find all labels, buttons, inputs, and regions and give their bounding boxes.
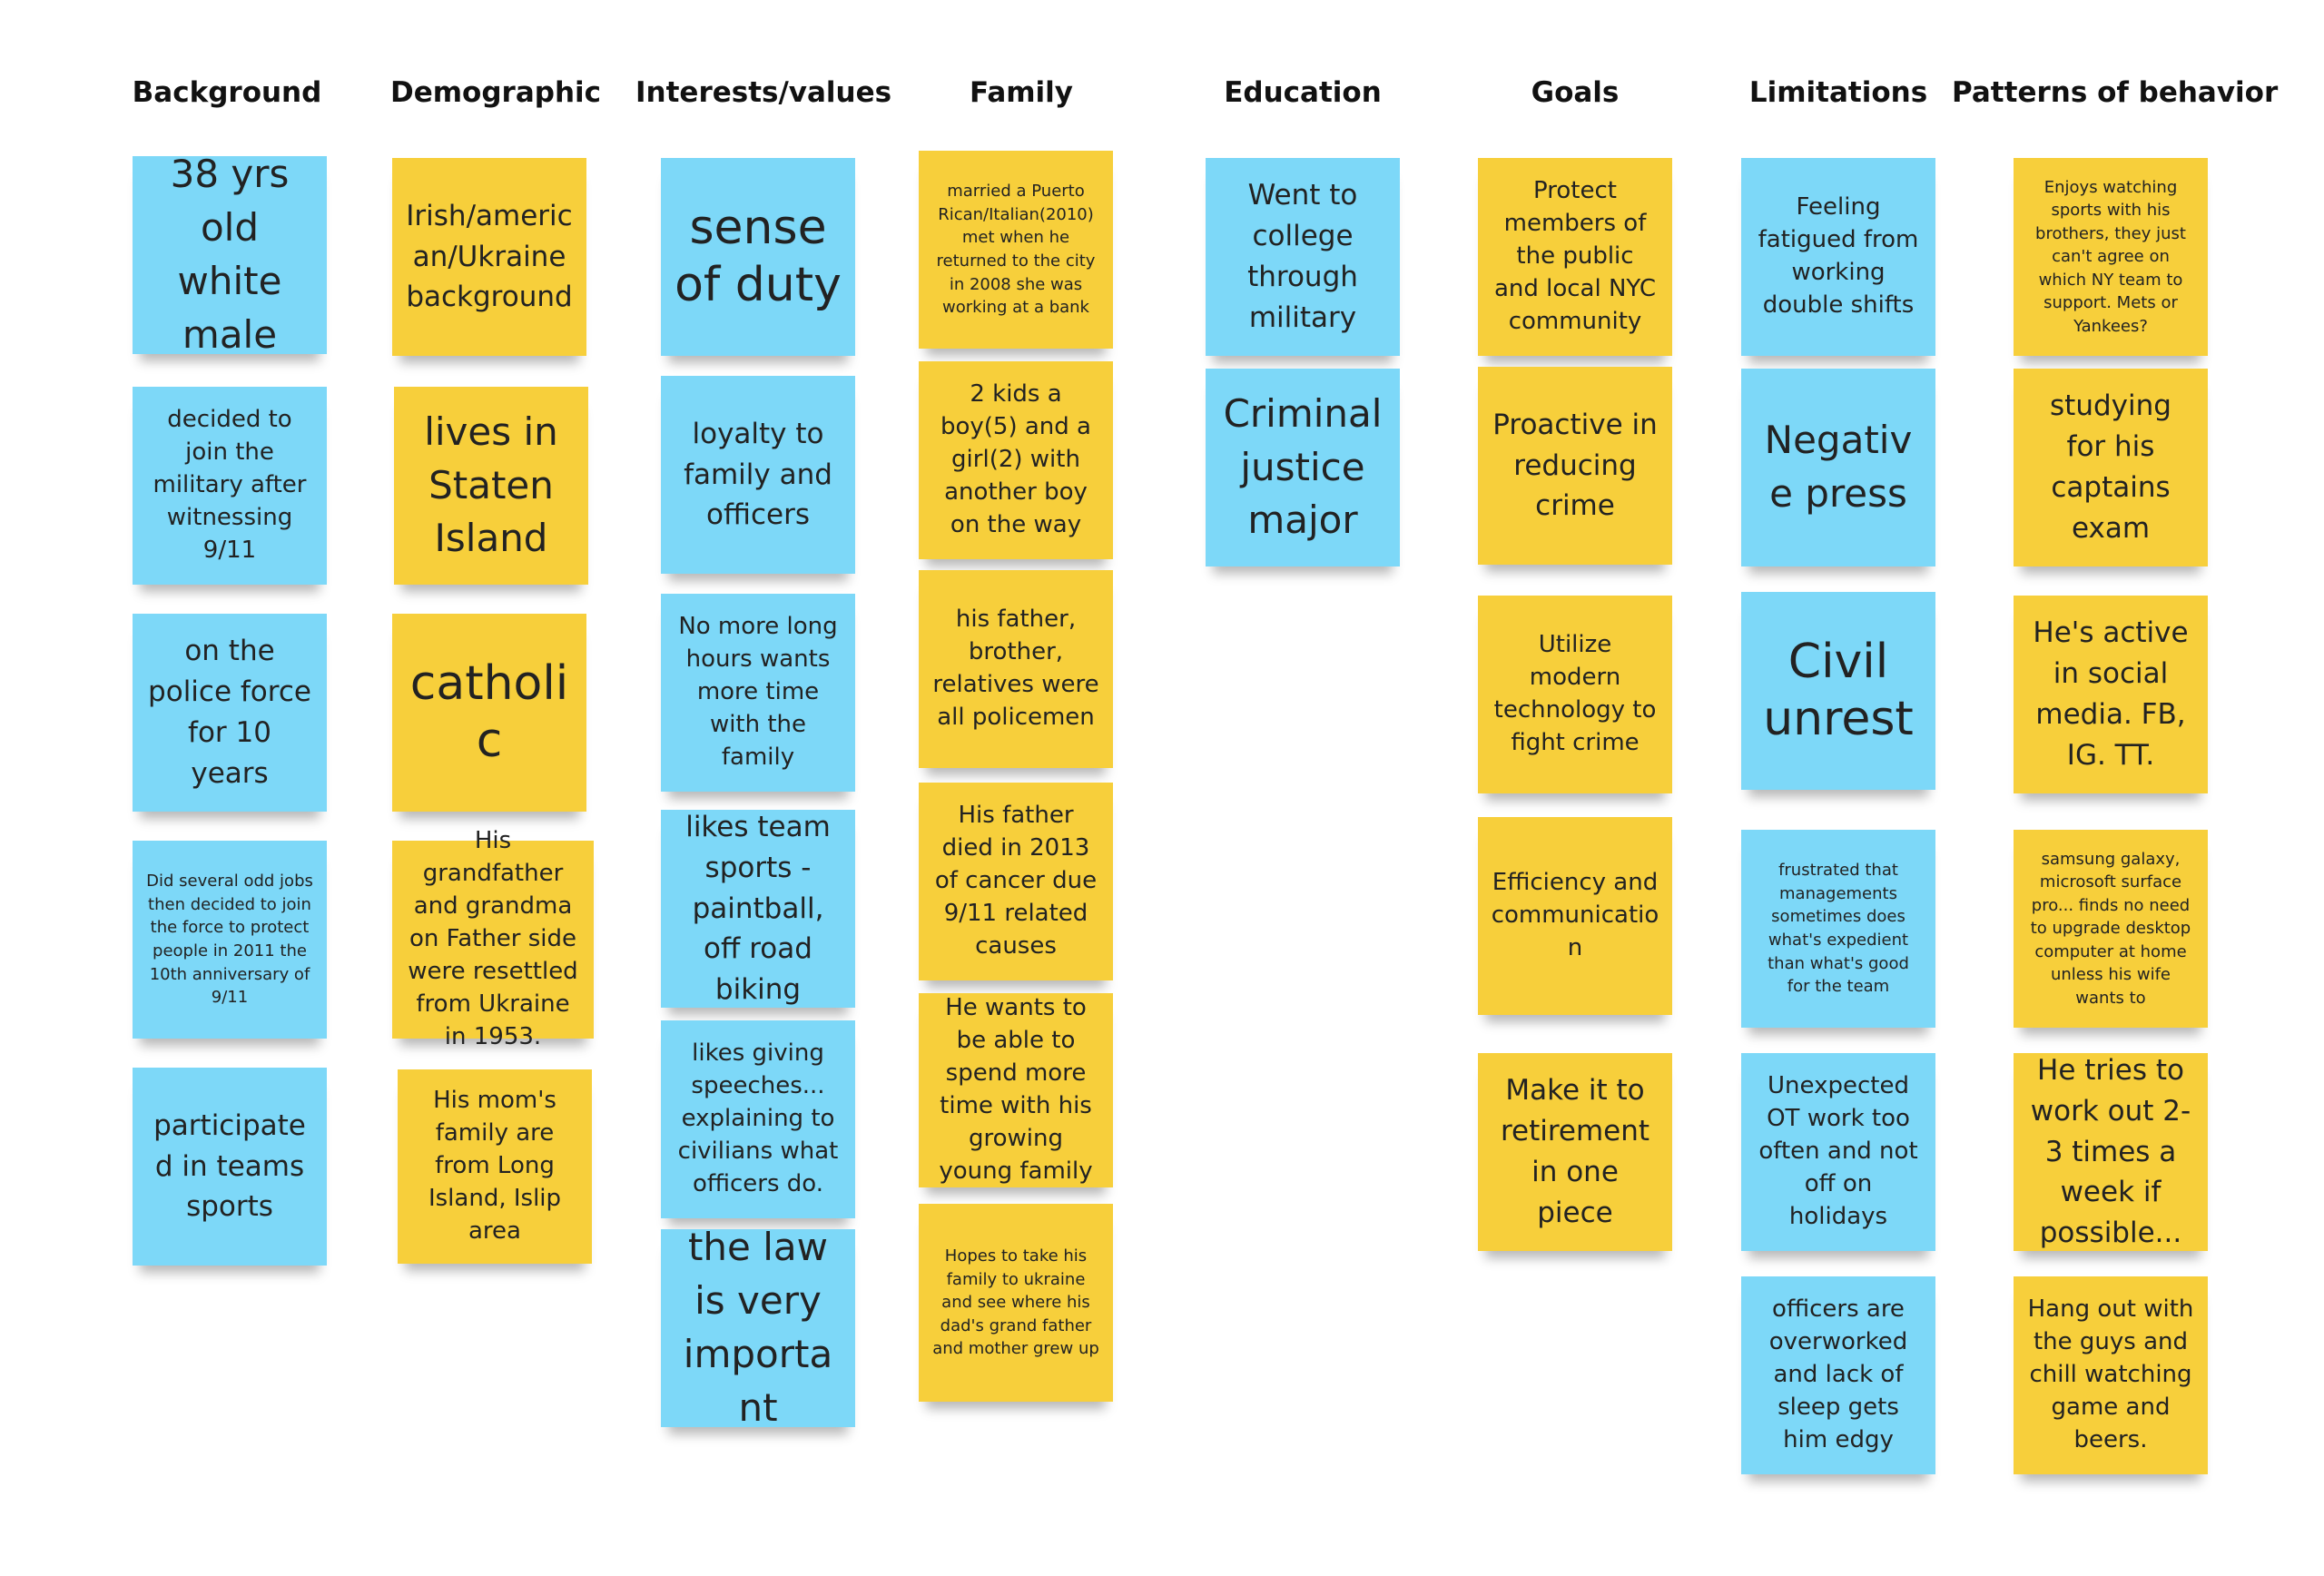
sticky-note-text: Negative press — [1764, 418, 1913, 516]
sticky-note-text: sense of duty — [675, 200, 842, 312]
sticky-note-text: loyalty to family and officers — [684, 417, 832, 532]
sticky-note[interactable]: Negative press — [1741, 369, 1935, 566]
sticky-note-text: on the police force for 10 years — [148, 635, 311, 790]
sticky-note-text: Protect members of the public and local … — [1493, 177, 1657, 335]
sticky-note[interactable]: samsung galaxy, microsoft surface pro...… — [2014, 830, 2208, 1028]
sticky-note[interactable]: Make it to retirement in one piece — [1478, 1053, 1672, 1251]
sticky-note[interactable]: likes team sports - paintball, off road … — [661, 810, 855, 1008]
sticky-note-text: Unexpected OT work too often and not off… — [1758, 1072, 1918, 1230]
sticky-note[interactable]: His grandfather and grandma on Father si… — [392, 827, 594, 1050]
sticky-note-text: Utilize modern technology to fight crime — [1493, 631, 1657, 756]
sticky-note-text: Feeling fatigued from working double shi… — [1758, 193, 1919, 319]
sticky-note-text: Enjoys watching sports with his brothers… — [2035, 177, 2186, 336]
sticky-note-text: His grandfather and grandma on Father si… — [408, 827, 578, 1050]
sticky-note[interactable]: 2 kids a boy(5) and a girl(2) with anoth… — [919, 361, 1113, 559]
sticky-note[interactable]: loyalty to family and officers — [661, 376, 855, 574]
sticky-note[interactable]: Proactive in reducing crime — [1478, 367, 1672, 565]
sticky-note[interactable]: Civil unrest — [1741, 592, 1935, 790]
sticky-note[interactable]: Hopes to take his family to ukraine and … — [919, 1204, 1113, 1402]
sticky-note-text: Went to college through military — [1247, 179, 1358, 334]
sticky-note-text: No more long hours wants more time with … — [678, 613, 838, 771]
sticky-note-text: His mom's family are from Long Island, I… — [428, 1087, 562, 1245]
sticky-note-text: Hang out with the guys and chill watchin… — [2027, 1295, 2194, 1453]
sticky-note[interactable]: No more long hours wants more time with … — [661, 594, 855, 792]
sticky-note[interactable]: He's active in social media. FB, IG. TT. — [2014, 596, 2208, 793]
sticky-note-text: decided to join the military after witne… — [153, 406, 307, 564]
column-header-background: Background — [132, 76, 322, 109]
sticky-note[interactable]: Efficiency and communication — [1478, 817, 1672, 1015]
sticky-note[interactable]: He wants to be able to spend more time w… — [919, 993, 1113, 1187]
sticky-note-text: Efficiency and communication — [1491, 869, 1659, 961]
sticky-note[interactable]: married a Puerto Rican/Italian(2010) met… — [919, 151, 1113, 349]
sticky-note[interactable]: Feeling fatigued from working double shi… — [1741, 158, 1935, 356]
sticky-note[interactable]: He tries to work out 2-3 times a week if… — [2014, 1053, 2208, 1251]
sticky-note[interactable]: officers are overworked and lack of slee… — [1741, 1276, 1935, 1474]
sticky-note-text: officers are overworked and lack of slee… — [1768, 1295, 1908, 1453]
sticky-note-text: 2 kids a boy(5) and a girl(2) with anoth… — [940, 380, 1091, 538]
sticky-note[interactable]: Unexpected OT work too often and not off… — [1741, 1053, 1935, 1251]
sticky-note-text: likes giving speeches... explaining to c… — [677, 1039, 839, 1197]
sticky-note[interactable]: participated in teams sports — [133, 1068, 327, 1266]
sticky-note[interactable]: catholic — [392, 614, 586, 812]
sticky-note[interactable]: Did several odd jobs then decided to joi… — [133, 841, 327, 1039]
sticky-note[interactable]: sense of duty — [661, 158, 855, 356]
column-header-limitations: Limitations — [1748, 76, 1928, 109]
sticky-note-text: 38 yrs old white male — [170, 152, 290, 357]
sticky-note-text: Criminal justice major — [1223, 390, 1383, 543]
sticky-note-text: Hopes to take his family to ukraine and … — [932, 1246, 1099, 1359]
sticky-note-text: He's active in social media. FB, IG. TT. — [2033, 616, 2189, 772]
sticky-note[interactable]: Hang out with the guys and chill watchin… — [2014, 1276, 2208, 1474]
column-header-education: Education — [1224, 76, 1382, 109]
sticky-note[interactable]: Utilize modern technology to fight crime — [1478, 596, 1672, 793]
sticky-note-text: Irish/americ an/Ukraine background — [406, 199, 573, 314]
sticky-note[interactable]: Went to college through military — [1206, 158, 1400, 356]
column-header-family: Family — [969, 76, 1074, 109]
sticky-note-text: He tries to work out 2-3 times a week if… — [2030, 1053, 2191, 1250]
sticky-note[interactable]: his father, brother, relatives were all … — [919, 570, 1113, 768]
sticky-note-text: He wants to be able to spend more time w… — [939, 994, 1093, 1185]
sticky-note-text: Civil unrest — [1763, 634, 1914, 746]
sticky-note[interactable]: the law is very important — [661, 1225, 855, 1430]
column-header-goals: Goals — [1531, 76, 1620, 109]
sticky-note-text: samsung galaxy, microsoft surface pro...… — [2030, 849, 2191, 1008]
sticky-note[interactable]: studying for his captains exam — [2014, 369, 2208, 566]
sticky-note[interactable]: Irish/americ an/Ukraine background — [392, 158, 586, 356]
sticky-note-text: likes team sports - paintball, off road … — [685, 810, 831, 1007]
sticky-note-text: Proactive in reducing crime — [1492, 408, 1658, 523]
sticky-note-text: studying for his captains exam — [2050, 389, 2171, 545]
sticky-note-text: his father, brother, relatives were all … — [932, 606, 1099, 731]
sticky-note-text: married a Puerto Rican/Italian(2010) met… — [936, 182, 1096, 318]
sticky-note[interactable]: frustrated that managements sometimes do… — [1741, 830, 1935, 1028]
column-header-interests-values: Interests/values — [635, 76, 892, 109]
sticky-note-text: frustrated that managements sometimes do… — [1768, 861, 1909, 997]
sticky-note[interactable]: Enjoys watching sports with his brothers… — [2014, 158, 2208, 356]
sticky-note[interactable]: 38 yrs old white male — [133, 152, 327, 357]
sticky-note-text: lives in Staten Island — [424, 409, 558, 561]
sticky-note-text: Make it to retirement in one piece — [1500, 1074, 1650, 1229]
sticky-note[interactable]: Protect members of the public and local … — [1478, 158, 1672, 356]
sticky-note[interactable]: likes giving speeches... explaining to c… — [661, 1020, 855, 1218]
sticky-note[interactable]: His mom's family are from Long Island, I… — [398, 1069, 592, 1264]
sticky-note-text: the law is very important — [683, 1225, 833, 1430]
sticky-note-text: participated in teams sports — [153, 1108, 306, 1224]
sticky-note-text: Did several odd jobs then decided to joi… — [146, 872, 313, 1008]
sticky-note[interactable]: decided to join the military after witne… — [133, 387, 327, 585]
sticky-note-text: His father died in 2013 of cancer due 9/… — [934, 802, 1098, 960]
sticky-note[interactable]: His father died in 2013 of cancer due 9/… — [919, 783, 1113, 980]
column-header-patterns-of-behavior: Patterns of behavior — [1952, 76, 2279, 109]
sticky-note[interactable]: lives in Staten Island — [394, 387, 588, 585]
sticky-note-text: catholic — [409, 655, 569, 768]
column-header-demographic: Demographic — [390, 76, 602, 109]
sticky-note[interactable]: on the police force for 10 years — [133, 614, 327, 812]
sticky-note[interactable]: Criminal justice major — [1206, 369, 1400, 566]
